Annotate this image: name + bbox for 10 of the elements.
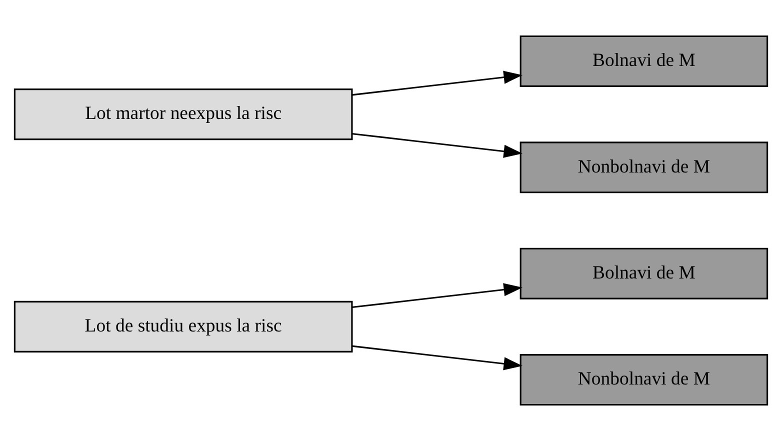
node-box: Bolnavi de M	[520, 248, 768, 300]
node-box: Lot de studiu expus la risc	[14, 300, 353, 352]
arrow	[352, 70, 522, 96]
node-box: Bolnavi de M	[520, 35, 768, 87]
arrow	[352, 283, 522, 308]
arrow	[352, 132, 522, 158]
arrow	[352, 345, 522, 370]
node-box: Nonbolnavi de M	[520, 142, 768, 194]
node-box: Nonbolnavi de M	[520, 354, 768, 406]
node-box: Lot martor neexpus la risc	[14, 88, 353, 140]
